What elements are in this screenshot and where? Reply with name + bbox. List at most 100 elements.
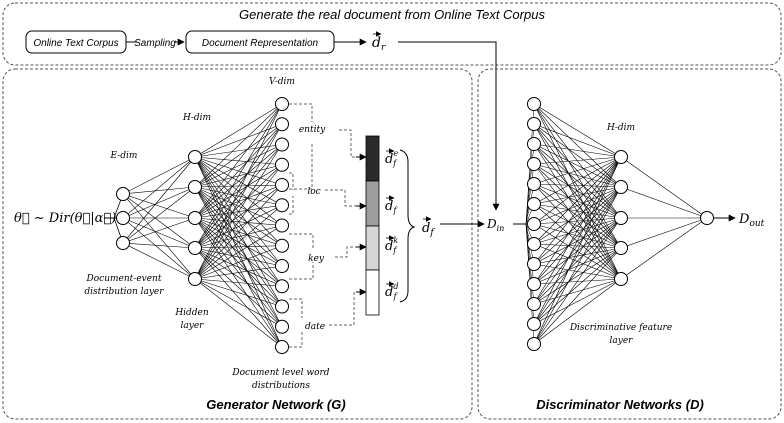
discriminator-input-node bbox=[527, 237, 541, 251]
h-dim-label-discriminator: H-dim bbox=[606, 123, 635, 133]
edge-in-to-h bbox=[533, 186, 622, 305]
d-in-label: Din bbox=[486, 217, 504, 233]
edge-e-to-h bbox=[122, 193, 196, 249]
edge-in-to-h bbox=[533, 247, 622, 325]
hidden-layer-node bbox=[188, 180, 202, 194]
discriminator-input-node bbox=[527, 277, 541, 291]
v-layer-node bbox=[275, 299, 289, 314]
edge-h-to-out bbox=[620, 186, 708, 219]
edge-in-to-h bbox=[533, 103, 622, 280]
edge-e-to-h bbox=[122, 156, 196, 195]
edge-in-to-h bbox=[533, 186, 622, 265]
discriminator-hidden-node bbox=[614, 180, 628, 194]
edge-in-to-h bbox=[533, 123, 622, 219]
edge-h-to-v bbox=[194, 205, 283, 280]
e-layer-node bbox=[116, 187, 130, 201]
edge-din bbox=[525, 223, 535, 285]
edge-h-to-v bbox=[194, 184, 283, 249]
edge-in-to-h bbox=[533, 186, 622, 285]
edge-in-to-h bbox=[533, 278, 622, 305]
edge-in-to-h bbox=[533, 163, 622, 249]
v-layer-node bbox=[275, 238, 289, 253]
hidden-layer-node bbox=[188, 150, 202, 164]
edge-h-to-out bbox=[620, 217, 708, 280]
edge-in-to-h bbox=[533, 217, 622, 325]
edge-in-to-h bbox=[533, 203, 622, 280]
edge-h-to-v bbox=[194, 225, 283, 249]
hidden-layer-label-line2: layer bbox=[181, 321, 205, 331]
edge-in-to-h bbox=[533, 156, 622, 345]
discriminator-input-node bbox=[527, 177, 541, 191]
v-layer-node bbox=[275, 198, 289, 213]
discriminator-hidden-node bbox=[614, 272, 628, 286]
discriminator-input-node bbox=[527, 117, 541, 131]
edge-h-to-v bbox=[194, 103, 283, 158]
v-layer-node bbox=[275, 178, 289, 192]
edge-in-to-h bbox=[533, 156, 622, 225]
edge-e-to-h bbox=[122, 193, 196, 219]
discriminator-input-node bbox=[527, 257, 541, 271]
discriminator-input-node bbox=[527, 137, 541, 151]
key-group-connector bbox=[289, 233, 364, 280]
edge-in-to-h bbox=[533, 143, 622, 188]
edge-h-to-v bbox=[194, 103, 283, 280]
v-layer-label-line2: distributions bbox=[252, 381, 310, 391]
edge-e-to-h bbox=[122, 156, 196, 244]
edge-h-to-v bbox=[194, 144, 283, 188]
vector-segment bbox=[365, 135, 380, 182]
edge-in-to-h bbox=[533, 163, 622, 188]
e-dim-label: E-dim bbox=[110, 151, 138, 161]
edge-h-to-v bbox=[194, 247, 283, 348]
vector-segment bbox=[365, 225, 380, 271]
discriminator-input-node bbox=[527, 197, 541, 211]
v-layer-node bbox=[275, 340, 289, 354]
edge-in-to-h bbox=[533, 103, 622, 188]
generated-vector-label: df bbox=[422, 216, 435, 238]
edge-h-to-v bbox=[194, 245, 283, 249]
edge-in-to-h bbox=[533, 183, 622, 188]
group-label-loc: loc bbox=[307, 187, 320, 197]
feature-layer-label-line1: Discriminative feature bbox=[569, 323, 672, 333]
generator-region bbox=[2, 68, 473, 420]
edge-h-to-v bbox=[194, 144, 283, 249]
discriminator-region bbox=[477, 68, 782, 420]
top-title: Generate the real document from Online T… bbox=[239, 7, 545, 22]
input-formula: θ⃗ ~ Dir(θ⃗|α⃗) bbox=[14, 211, 116, 226]
edge-in-to-h bbox=[533, 156, 622, 285]
edge-h-to-v bbox=[194, 124, 283, 219]
edge-h-to-v bbox=[194, 247, 283, 327]
svg-text:def: def bbox=[385, 149, 398, 168]
edge-e-to-h bbox=[122, 217, 196, 244]
edge-in-to-h bbox=[533, 186, 622, 205]
edge-h-to-v bbox=[194, 124, 283, 249]
edge-in-to-h bbox=[533, 156, 622, 265]
edge-in-to-h bbox=[533, 186, 622, 345]
v-layer-node bbox=[275, 157, 289, 172]
edge-h-to-v bbox=[194, 144, 283, 219]
edge-in-to-h bbox=[533, 186, 622, 245]
edge-h-to-out bbox=[620, 217, 708, 249]
h-dim-label-generator: H-dim bbox=[182, 113, 211, 123]
edge-h-to-v bbox=[194, 247, 283, 287]
edge-h-to-v bbox=[194, 247, 283, 267]
discriminator-hidden-node bbox=[614, 241, 628, 255]
edge-h-to-v bbox=[194, 103, 283, 219]
discriminator-input-node bbox=[527, 97, 541, 111]
edge-h-to-out bbox=[620, 156, 708, 219]
edge-in-to-h bbox=[533, 223, 622, 249]
edge-e-to-h bbox=[122, 217, 196, 249]
edge-in-to-h bbox=[533, 183, 622, 219]
discriminator-hidden-node bbox=[614, 150, 628, 164]
edge-in-to-h bbox=[533, 263, 622, 280]
edge-in-to-h bbox=[533, 156, 622, 325]
edge-in-to-h bbox=[533, 123, 622, 188]
svg-text:dr: dr bbox=[372, 35, 386, 53]
edge-in-to-h bbox=[533, 123, 622, 158]
edge-in-to-h bbox=[533, 278, 622, 345]
edge-h-to-v bbox=[194, 278, 283, 348]
edge-in-to-h bbox=[533, 103, 622, 249]
date-group-connector bbox=[289, 291, 364, 348]
edge-h-to-v bbox=[194, 265, 283, 280]
